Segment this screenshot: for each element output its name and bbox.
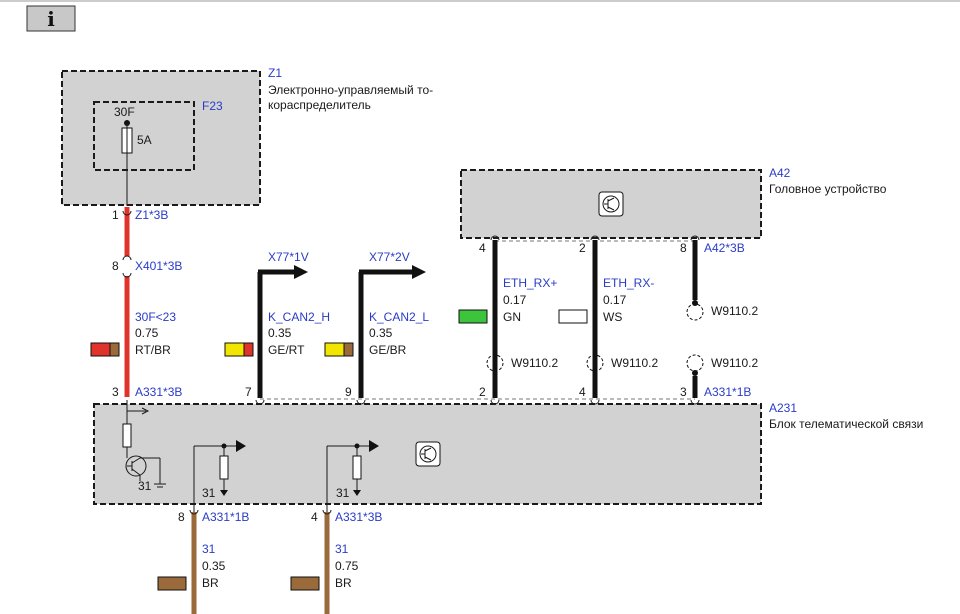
eth-rx-minus-color-swatch (558, 309, 588, 324)
can-h-color: GE/RT (268, 343, 305, 357)
fuse-terminal-label: 30F (114, 105, 135, 119)
eth-rx-plus-gauge: 0.17 (503, 293, 527, 307)
can-l-color: GE/BR (369, 343, 407, 357)
a231-id: A231 (769, 401, 797, 415)
eth-rx-plus-pin-bottom: 2 (479, 385, 486, 399)
wire-can-l (356, 265, 426, 405)
ground-wire2-pin: 4 (311, 510, 318, 524)
wire-can-h (255, 265, 308, 405)
ground-wire-2 (322, 509, 332, 614)
ground-wire2-gauge: 0.75 (335, 559, 359, 573)
transistor-icon (598, 191, 624, 217)
can-l-color-swatch (324, 342, 354, 357)
ground-wire1-connector: A331*1B (202, 510, 249, 524)
fuse-icon (121, 120, 133, 206)
f23-id: F23 (202, 99, 223, 113)
can-l-pin: 9 (345, 385, 352, 399)
ground-wire1-gauge: 0.35 (202, 559, 226, 573)
ground-label-1: 31 (138, 479, 152, 493)
z1-name-line2: корaспределитель (268, 98, 371, 112)
a42-3b-connector: A42*3B (704, 241, 745, 255)
can-h-gauge: 0.35 (268, 326, 292, 340)
x401-pin: 8 (112, 259, 119, 273)
a231-name: Блок телематической связи (769, 417, 923, 431)
info-icon: i (47, 7, 55, 31)
eth-rx-plus-signal: ETH_RX+ (503, 276, 557, 290)
ground-wire1-color: BR (202, 576, 219, 590)
eth-rx-minus-gauge: 0.17 (603, 293, 627, 307)
z1-name-line1: Электронно-управляемый то- (268, 83, 433, 97)
can-h-signal: K_CAN2_H (268, 310, 330, 324)
z1-id: Z1 (268, 66, 282, 80)
a331-1b-connector: A331*1B (704, 385, 751, 399)
eth-rx-plus-shield: W9110.2 (511, 356, 558, 370)
wire-30f-gauge: 0.75 (135, 326, 159, 340)
can-h-color-swatch (224, 342, 254, 357)
z1-block (61, 70, 261, 206)
info-button[interactable]: i (26, 5, 76, 32)
eth-rx-minus-pin-bottom: 4 (579, 385, 586, 399)
ground-wire1-pin: 8 (178, 510, 185, 524)
shield-lower-label: W9110.2 (711, 356, 758, 370)
can-l-signal: K_CAN2_L (369, 310, 429, 324)
x401-connector: X401*3B (135, 259, 182, 273)
fuse-rating: 5A (137, 133, 152, 147)
wire-30f (122, 207, 132, 397)
a331-3b-pin: 3 (112, 385, 119, 399)
ground-wire1-color-swatch (157, 576, 187, 591)
eth-rx-minus-signal: ETH_RX- (603, 276, 654, 290)
ground-wire2-color-swatch (290, 576, 320, 591)
can-h-destination: X77*1V (268, 250, 309, 264)
z1-connector: Z1*3B (135, 208, 168, 222)
a331-3b-connector: A331*3B (135, 385, 182, 399)
ground-wire2-color: BR (335, 576, 352, 590)
transistor-icon (415, 441, 441, 467)
ground-wire2-signal: 31 (335, 542, 349, 556)
wire-eth-rx-minus (586, 235, 604, 405)
a42-pin8: 8 (680, 241, 687, 255)
wire-30f-signal: 30F<23 (135, 310, 176, 324)
wire-eth-rx-plus (486, 235, 504, 405)
a331-1b-pin: 3 (680, 385, 687, 399)
shield-drain-wire (686, 235, 704, 405)
wire-30f-color: RT/BR (135, 343, 171, 357)
eth-rx-minus-color: WS (603, 310, 622, 324)
ground-label-3: 31 (336, 486, 350, 500)
can-h-pin: 7 (245, 385, 252, 399)
ground-wire-1 (189, 509, 199, 614)
switch-transistor-circuit (122, 400, 166, 488)
wire-30f-color-swatch (90, 342, 120, 357)
ground-label-2: 31 (202, 486, 216, 500)
z1-pin: 1 (112, 208, 119, 222)
shield-upper-label: W9110.2 (711, 304, 758, 318)
eth-rx-plus-color-swatch (458, 309, 488, 324)
eth-rx-minus-shield: W9110.2 (611, 356, 658, 370)
a42-id: A42 (769, 166, 791, 180)
eth-rx-plus-pin-top: 4 (479, 241, 486, 255)
eth-rx-plus-color: GN (503, 310, 521, 324)
can-l-destination: X77*2V (369, 250, 410, 264)
eth-rx-minus-pin-top: 2 (579, 241, 586, 255)
can-l-gauge: 0.35 (369, 326, 393, 340)
resistor-network-1 (193, 440, 246, 512)
a42-name: Головное устройство (769, 182, 887, 196)
ground-wire2-connector: A331*3B (335, 510, 382, 524)
ground-wire1-signal: 31 (202, 542, 216, 556)
f23-fuse-box (93, 101, 195, 171)
resistor-network-2 (326, 440, 379, 512)
